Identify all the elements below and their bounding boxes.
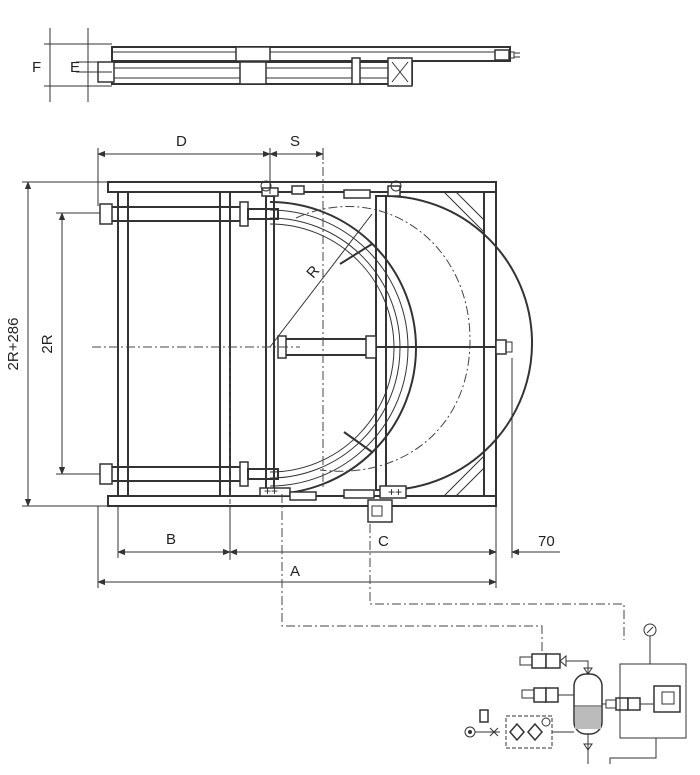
- dimensions: D S 2R+286 2R B C 70 A: [5, 133, 560, 588]
- upper-diagonal-brace: [443, 191, 485, 233]
- relief-valve-box: [619, 663, 687, 739]
- pneumatic-circuit: [281, 494, 687, 764]
- radius-line: [269, 213, 373, 348]
- dim-label-d: D: [176, 133, 187, 150]
- dim-label-c: C: [378, 533, 389, 550]
- svg-text:++: ++: [264, 484, 278, 498]
- top-left-flange: [99, 203, 113, 225]
- dim-label-a: A: [290, 563, 300, 580]
- lower-diagonal-brace: [443, 455, 485, 497]
- curved-gate-arc: [269, 201, 417, 495]
- plan-view: R ++ ++: [92, 150, 533, 560]
- svg-text:++: ++: [388, 485, 402, 499]
- frame-left-post: [117, 191, 129, 497]
- bottom-left-flange: [99, 463, 113, 485]
- pilot-line-a: [281, 494, 543, 652]
- side-view: F E: [32, 28, 520, 102]
- dim-label-2r: 2R: [39, 334, 56, 353]
- dim-label-70: 70: [538, 533, 555, 550]
- pilot-line-b: [369, 524, 625, 640]
- swing-path-arc: [295, 206, 471, 472]
- dim-label-b: B: [166, 531, 176, 548]
- dim-label-f: F: [32, 59, 41, 76]
- dim-label-height-total: 2R+286: [5, 318, 22, 371]
- dim-label-r: R: [303, 262, 323, 281]
- frame-mid-post: [219, 191, 231, 497]
- bottom-bracket: ++ ++: [259, 484, 407, 523]
- dim-label-s: S: [290, 133, 300, 150]
- side-view-upper-rail: [111, 46, 511, 62]
- dim-label-e: E: [70, 59, 80, 76]
